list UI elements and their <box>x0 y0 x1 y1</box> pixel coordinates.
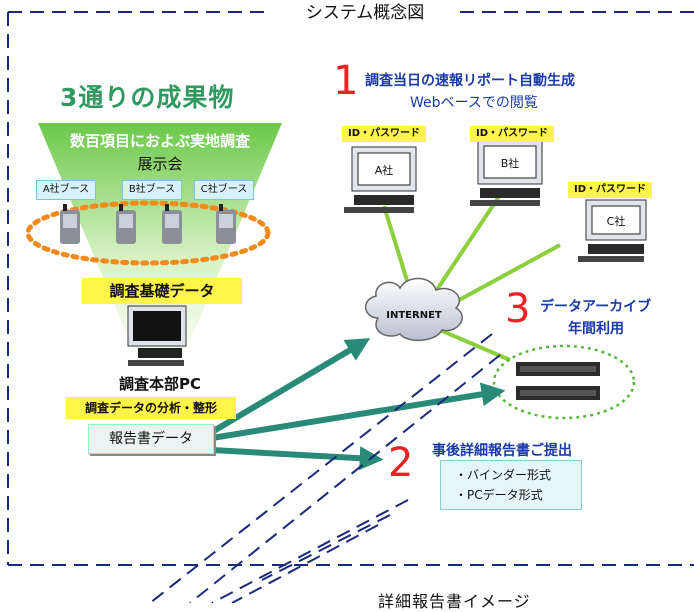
booth-b: B社ブース <box>122 180 182 200</box>
feature-1-number: 1 <box>333 58 359 104</box>
internet-label: INTERNET <box>386 310 442 321</box>
id-password-a: ID・パスワード <box>342 126 427 142</box>
client-computer-b: B社 <box>470 139 543 206</box>
client-c-label: C社 <box>607 214 626 228</box>
format-binder: ・バインダー形式 <box>455 468 552 482</box>
id-password-b: ID・パスワード <box>470 126 555 142</box>
feature-1-subtitle: Webベースでの閲覧 <box>410 95 538 111</box>
deliverables-heading: 3通りの成果物 <box>60 83 235 112</box>
venue-label: 展示会 <box>137 155 183 173</box>
feature-2-number: 2 <box>388 440 414 486</box>
bottom-caption: 詳細報告書イメージ <box>378 592 531 611</box>
handheld-devices <box>60 204 236 244</box>
booth-a: A社ブース <box>36 180 96 200</box>
format-pc-data: ・PCデータ形式 <box>455 488 543 502</box>
dashed-border <box>7 11 694 566</box>
booth-c: C社ブース <box>194 180 254 200</box>
feature-2-title: 事後詳細報告書ご提出 <box>432 443 572 459</box>
base-data-label: 調査基礎データ <box>82 278 242 304</box>
internet-cloud: INTERNET <box>365 277 463 342</box>
hq-pc-label: 調査本部PC <box>118 375 201 393</box>
archive-servers <box>492 344 636 420</box>
feature-3-title: データアーカイブ <box>540 299 652 315</box>
feature-3-subtitle: 年間利用 <box>568 321 624 337</box>
hq-computer-icon <box>127 305 187 366</box>
client-computer-a: A社 <box>344 146 417 213</box>
devices-ellipse <box>25 200 271 266</box>
format-box: ・バインダー形式 ・PCデータ形式 <box>440 460 582 510</box>
perspective-lines <box>149 333 501 603</box>
flow-arrows <box>210 338 506 471</box>
page-title: システム概念図 <box>275 0 455 23</box>
client-computer-c: C社 <box>578 199 647 262</box>
report-data-button[interactable]: 報告書データ <box>88 424 214 454</box>
id-password-c: ID・パスワード <box>568 182 653 198</box>
client-a-label: A社 <box>375 163 394 177</box>
survey-label: 数百項目におよぶ実地調査 <box>69 132 250 150</box>
analysis-label: 調査データの分析・整形 <box>66 397 236 419</box>
feature-3-number: 3 <box>505 286 531 332</box>
client-b-label: B社 <box>501 156 520 170</box>
feature-1-title: 調査当日の速報リポート自動生成 <box>365 73 575 89</box>
